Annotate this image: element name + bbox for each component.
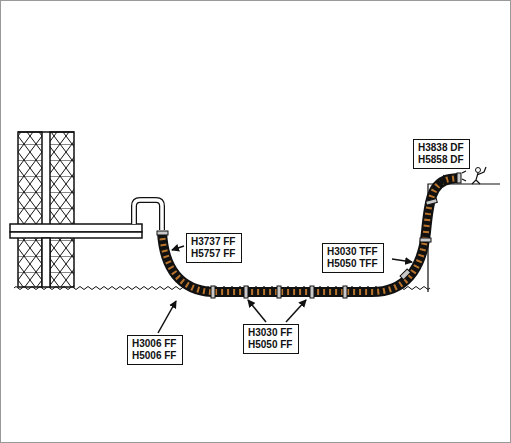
floating-hose: [157, 173, 461, 298]
part-code: H5050 FF: [248, 339, 294, 351]
part-code-box: H3030 FFH5050 FF: [243, 324, 299, 354]
part-code: H5858 DF: [418, 154, 465, 166]
part-code: H3006 FF: [132, 338, 178, 350]
part-code-box: H3737 FFH5757 FF: [186, 233, 242, 263]
part-code: H5050 TFF: [327, 258, 379, 270]
part-code: H5757 FF: [191, 248, 237, 260]
leader-arrows: [158, 175, 444, 333]
part-code: H3838 DF: [418, 142, 465, 154]
part-code: H3030 TFF: [327, 246, 379, 258]
part-code-box: H3030 TFFH5050 TFF: [322, 243, 384, 273]
part-code: H3030 FF: [248, 327, 294, 339]
part-code: H5006 FF: [132, 350, 178, 362]
part-code-box: H3006 FFH5006 FF: [127, 335, 183, 365]
part-code-box: H3838 DFH5858 DF: [413, 139, 470, 169]
part-code: H3737 FF: [191, 236, 237, 248]
platform: [10, 132, 162, 287]
